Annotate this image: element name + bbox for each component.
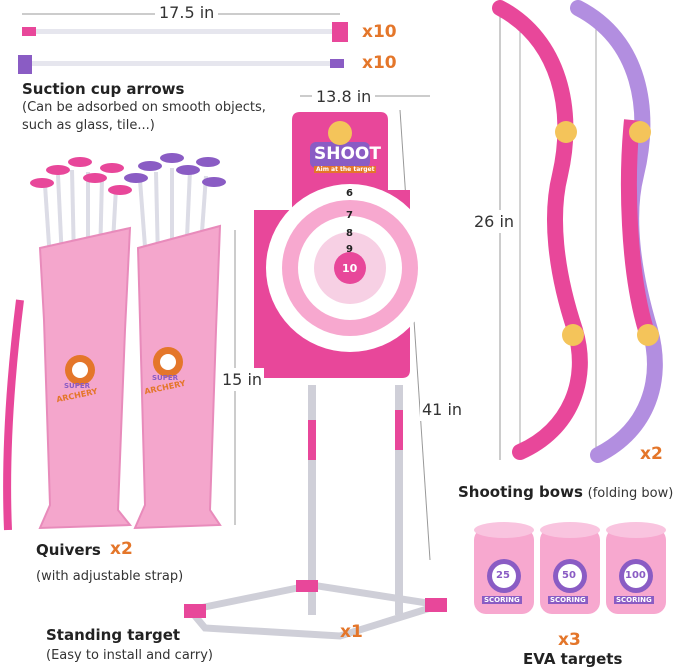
arrows-title: Suction cup arrows xyxy=(22,80,185,98)
target-width-dimension: 13.8 in xyxy=(312,87,376,106)
eva-quantity: x3 xyxy=(558,630,581,650)
bow-purple xyxy=(570,0,663,463)
target-ring-8: 8 xyxy=(346,228,353,239)
eva-label-1: SCORING xyxy=(482,596,522,604)
target-desc: (Easy to install and carry) xyxy=(46,648,214,663)
eva-target-50 xyxy=(540,522,600,614)
eva-title: EVA targets xyxy=(523,650,623,668)
bows-quantity: x2 xyxy=(640,444,663,464)
purple-arrow-quantity: x10 xyxy=(362,53,397,73)
bows-desc: (folding bow) xyxy=(587,486,674,501)
bows-title: Shooting bows xyxy=(458,483,583,501)
quiver-right xyxy=(124,153,226,530)
quivers-title: Quivers xyxy=(36,541,101,559)
target-ring-6: 6 xyxy=(346,188,353,199)
arrows-desc-line2: such as glass, tile...) xyxy=(22,118,155,133)
quiver-logo-super-right: SUPER xyxy=(152,374,179,382)
eva-score-100: 100 xyxy=(625,570,646,581)
target-quantity: x1 xyxy=(340,622,363,642)
bows-caption: Shooting bows (folding bow) xyxy=(458,483,673,501)
quiver-left xyxy=(30,157,133,530)
quivers-quantity: x2 xyxy=(110,539,133,559)
stand-height-dimension: 41 in xyxy=(420,398,465,421)
quiver-strap xyxy=(3,299,24,531)
target-ring-9: 9 xyxy=(346,244,353,255)
target-center-score: 10 xyxy=(342,262,358,275)
pink-arrow xyxy=(22,22,348,42)
eva-label-2: SCORING xyxy=(548,596,588,604)
eva-score-25: 25 xyxy=(496,570,510,581)
eva-label-3: SCORING xyxy=(614,596,654,604)
eva-target-100 xyxy=(606,522,666,614)
quivers-desc: (with adjustable strap) xyxy=(36,569,184,584)
standing-target xyxy=(183,112,447,640)
target-banner-subtitle: Aim at the target xyxy=(314,166,377,173)
bow-pink xyxy=(492,0,588,460)
quiver-height-dimension: 15 in xyxy=(220,368,265,391)
purple-arrow xyxy=(18,55,344,74)
eva-target-25 xyxy=(474,522,534,614)
target-title: Standing target xyxy=(46,626,181,644)
eva-score-50: 50 xyxy=(562,570,576,581)
bow-length-dimension: 26 in xyxy=(472,210,517,233)
arrow-length-dimension: 17.5 in xyxy=(155,3,219,22)
arrows-desc-line1: (Can be adsorbed on smooth objects, xyxy=(22,100,266,115)
target-ring-7: 7 xyxy=(346,210,353,221)
pink-arrow-quantity: x10 xyxy=(362,22,397,42)
quiver-logo-super-left: SUPER xyxy=(64,382,91,390)
target-banner: SHOOT xyxy=(314,144,381,164)
